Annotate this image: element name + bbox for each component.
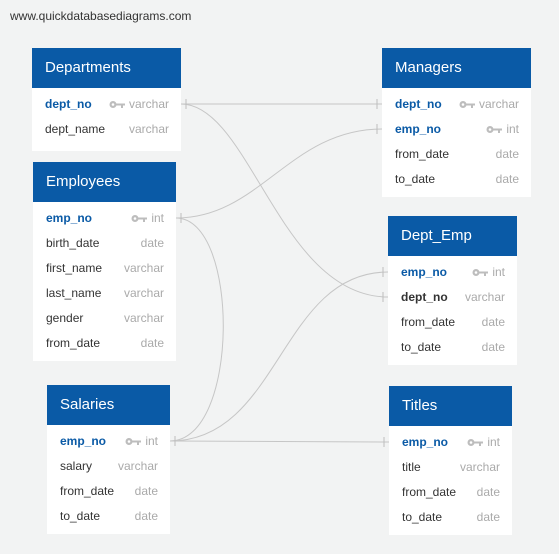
table-title: Titles — [389, 386, 512, 426]
field-name: from_date — [60, 484, 115, 498]
key-icon — [467, 439, 483, 446]
field-row[interactable]: emp_no int — [47, 429, 170, 454]
table-title: Managers — [382, 48, 531, 88]
field-name: to_date — [401, 340, 442, 354]
field-row[interactable]: from_date date — [389, 480, 512, 505]
table-departments[interactable]: Departments dept_no varchar dept_name va… — [32, 48, 181, 151]
field-row[interactable]: from_date date — [33, 331, 176, 356]
field-row[interactable]: emp_no int — [33, 206, 176, 231]
field-type: int — [506, 122, 519, 136]
field-row[interactable]: last_name varchar — [33, 281, 176, 306]
table-title: Employees — [33, 162, 176, 202]
field-row[interactable]: first_name varchar — [33, 256, 176, 281]
field-type: int — [492, 265, 505, 279]
field-name: dept_no — [395, 97, 442, 111]
field-name: emp_no — [46, 211, 93, 225]
field-type: varchar — [128, 122, 169, 136]
field-type: date — [495, 172, 519, 186]
field-name: first_name — [46, 261, 103, 275]
field-type: varchar — [117, 459, 158, 473]
field-type: varchar — [123, 311, 164, 325]
field-type: date — [134, 484, 158, 498]
field-type: date — [481, 340, 505, 354]
field-row[interactable]: birth_date date — [33, 231, 176, 256]
field-type: varchar — [459, 460, 500, 474]
table-employees[interactable]: Employees emp_no int birth_date date fir… — [33, 162, 176, 361]
rel-salaries-titles — [169, 440, 390, 443]
field-name: emp_no — [395, 122, 442, 136]
table-dept-emp[interactable]: Dept_Emp emp_no int dept_no varchar from… — [388, 216, 517, 365]
field-row[interactable]: from_date date — [382, 142, 531, 167]
field-name: salary — [60, 459, 93, 473]
field-type: date — [140, 236, 164, 250]
field-row[interactable]: emp_no int — [382, 117, 531, 142]
field-type: varchar — [478, 97, 519, 111]
key-icon — [472, 269, 488, 276]
field-row[interactable]: to_date date — [388, 335, 517, 360]
field-type: varchar — [464, 290, 505, 304]
field-type: varchar — [123, 286, 164, 300]
field-row[interactable]: dept_no varchar — [32, 92, 181, 117]
field-row[interactable]: dept_name varchar — [32, 117, 181, 142]
field-type: int — [487, 435, 500, 449]
rel-salaries-deptemp — [169, 271, 389, 442]
field-type: date — [140, 336, 164, 350]
table-title: Departments — [32, 48, 181, 88]
watermark: www.quickdatabasediagrams.com — [10, 9, 192, 23]
field-name: emp_no — [402, 435, 449, 449]
rel-employees-salaries — [169, 217, 224, 442]
rel-employees-managers — [175, 128, 383, 219]
field-name: dept_name — [45, 122, 106, 136]
field-row[interactable]: from_date date — [388, 310, 517, 335]
field-type: int — [151, 211, 164, 225]
field-row[interactable]: gender varchar — [33, 306, 176, 331]
field-name: emp_no — [401, 265, 448, 279]
field-name: to_date — [395, 172, 436, 186]
field-name: birth_date — [46, 236, 100, 250]
table-titles[interactable]: Titles emp_no int title varchar from_dat… — [389, 386, 512, 535]
table-managers[interactable]: Managers dept_no varchar emp_no int from… — [382, 48, 531, 197]
key-icon — [131, 215, 147, 222]
table-title: Dept_Emp — [388, 216, 517, 256]
field-type: date — [481, 315, 505, 329]
field-name: gender — [46, 311, 84, 325]
field-name: last_name — [46, 286, 102, 300]
key-icon — [109, 101, 125, 108]
field-type: date — [476, 485, 500, 499]
field-row[interactable]: dept_no varchar — [382, 92, 531, 117]
field-name: to_date — [60, 509, 101, 523]
field-type: varchar — [128, 97, 169, 111]
field-type: date — [495, 147, 519, 161]
field-name: dept_no — [401, 290, 448, 304]
field-row[interactable]: title varchar — [389, 455, 512, 480]
key-icon — [125, 438, 141, 445]
field-name: from_date — [395, 147, 450, 161]
field-type: int — [145, 434, 158, 448]
key-icon — [486, 126, 502, 133]
table-salaries[interactable]: Salaries emp_no int salary varchar from_… — [47, 385, 170, 534]
field-name: dept_no — [45, 97, 92, 111]
rel-departments-deptemp — [180, 103, 389, 298]
field-row[interactable]: to_date date — [382, 167, 531, 192]
field-type: varchar — [123, 261, 164, 275]
field-name: to_date — [402, 510, 443, 524]
key-icon — [459, 101, 475, 108]
field-row[interactable]: emp_no int — [388, 260, 517, 285]
field-name: from_date — [401, 315, 456, 329]
field-row[interactable]: from_date date — [47, 479, 170, 504]
field-name: from_date — [402, 485, 457, 499]
field-row[interactable]: emp_no int — [389, 430, 512, 455]
field-type: date — [134, 509, 158, 523]
field-name: from_date — [46, 336, 101, 350]
field-row[interactable]: to_date date — [47, 504, 170, 529]
field-row[interactable]: dept_no varchar — [388, 285, 517, 310]
field-type: date — [476, 510, 500, 524]
table-title: Salaries — [47, 385, 170, 425]
field-name: emp_no — [60, 434, 107, 448]
field-row[interactable]: to_date date — [389, 505, 512, 530]
field-name: title — [402, 460, 421, 474]
field-row[interactable]: salary varchar — [47, 454, 170, 479]
